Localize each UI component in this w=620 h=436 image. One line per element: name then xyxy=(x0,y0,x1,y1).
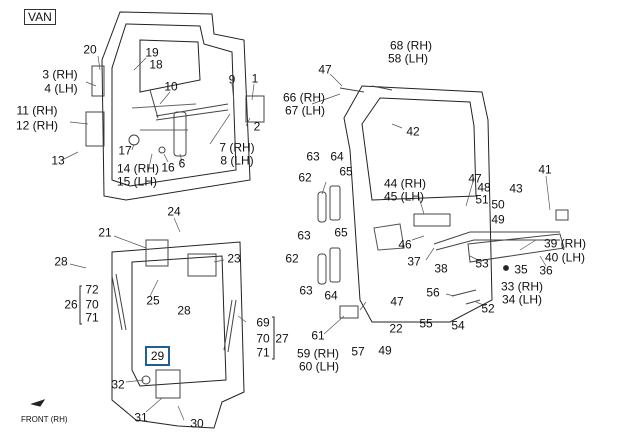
part-label-42[interactable]: 42 xyxy=(406,124,420,139)
part-label-3[interactable]: 3 (RH) xyxy=(42,67,78,82)
part-label-62-b[interactable]: 62 xyxy=(285,251,299,266)
part-label-1[interactable]: 1 xyxy=(251,71,259,86)
part-label-2[interactable]: 2 xyxy=(253,119,261,134)
part-label-52[interactable]: 52 xyxy=(481,301,495,316)
part-label-68[interactable]: 68 (RH) xyxy=(389,38,433,53)
part-label-63-b[interactable]: 63 xyxy=(297,228,311,243)
part-label-19[interactable]: 19 xyxy=(145,45,159,60)
part-label-28-b[interactable]: 28 xyxy=(177,303,191,318)
part-label-70-a[interactable]: 70 xyxy=(85,297,99,312)
part-label-63-a[interactable]: 63 xyxy=(306,149,320,164)
part-label-34[interactable]: 34 (LH) xyxy=(501,292,543,307)
part-label-7[interactable]: 7 (RH) xyxy=(219,140,255,155)
part-label-56[interactable]: 56 xyxy=(426,285,440,300)
part-label-46[interactable]: 46 xyxy=(398,237,412,252)
part-label-71-a[interactable]: 71 xyxy=(85,310,99,325)
part-label-28-a[interactable]: 28 xyxy=(54,254,68,269)
part-label-41[interactable]: 41 xyxy=(538,162,552,177)
part-label-33[interactable]: 33 (RH) xyxy=(500,279,544,294)
part-label-44[interactable]: 44 (RH) xyxy=(383,176,427,191)
part-label-30[interactable]: 30 xyxy=(190,416,204,431)
part-label-10[interactable]: 10 xyxy=(164,79,178,94)
part-label-61[interactable]: 61 xyxy=(311,328,325,343)
part-label-53[interactable]: 53 xyxy=(475,256,489,271)
part-label-69[interactable]: 69 xyxy=(256,315,270,330)
sliding-door-panel xyxy=(343,85,493,323)
part-label-66[interactable]: 66 (RH) xyxy=(282,90,326,105)
part-label-9[interactable]: 9 xyxy=(228,72,236,87)
highlighted-part-29[interactable]: 29 xyxy=(145,346,170,366)
part-label-17[interactable]: 17 xyxy=(118,143,132,158)
front-rh-label: FRONT (RH) xyxy=(21,415,68,424)
part-label-64-a[interactable]: 64 xyxy=(330,149,344,164)
part-label-50[interactable]: 50 xyxy=(491,197,505,212)
part-label-31[interactable]: 31 xyxy=(134,410,148,425)
part-label-60[interactable]: 60 (LH) xyxy=(298,359,340,374)
part-label-63-c[interactable]: 63 xyxy=(299,283,313,298)
part-label-70-b[interactable]: 70 xyxy=(256,331,270,346)
part-label-8[interactable]: 8 (LH) xyxy=(220,153,254,168)
upper-door-panel xyxy=(101,11,251,201)
part-label-65-a[interactable]: 65 xyxy=(339,164,353,179)
part-label-16[interactable]: 16 xyxy=(161,160,175,175)
part-label-51[interactable]: 51 xyxy=(475,192,489,207)
part-label-11[interactable]: 11 (RH) xyxy=(16,103,58,118)
part-label-22[interactable]: 22 xyxy=(389,321,403,336)
upper-leader-lines xyxy=(61,55,255,173)
lower-leader-lines xyxy=(69,217,247,421)
part-label-47-mid[interactable]: 47 xyxy=(468,171,482,186)
part-label-64-b[interactable]: 64 xyxy=(324,288,338,303)
part-label-13[interactable]: 13 xyxy=(51,153,65,168)
part-label-27[interactable]: 27 xyxy=(275,331,289,346)
part-label-23[interactable]: 23 xyxy=(227,251,241,266)
part-label-45[interactable]: 45 (LH) xyxy=(383,189,425,204)
upper-door-hardware xyxy=(85,65,265,157)
van-badge: VAN xyxy=(24,9,56,25)
part-label-54[interactable]: 54 xyxy=(451,318,465,333)
part-label-14[interactable]: 14 (RH) xyxy=(116,161,160,176)
part-label-32[interactable]: 32 xyxy=(111,377,125,392)
part-label-65-b[interactable]: 65 xyxy=(334,225,348,240)
part-label-47-low[interactable]: 47 xyxy=(390,294,404,309)
sliding-door-hardware xyxy=(317,85,569,319)
part-label-49-low[interactable]: 49 xyxy=(378,343,392,358)
part-label-58[interactable]: 58 (LH) xyxy=(387,51,429,66)
part-label-72[interactable]: 72 xyxy=(85,282,99,297)
part-label-49[interactable]: 49 xyxy=(491,212,505,227)
part-label-35[interactable]: 35 xyxy=(514,262,528,277)
part-label-21[interactable]: 21 xyxy=(98,225,112,240)
sliding-leader-lines xyxy=(311,73,551,335)
part-label-39[interactable]: 39 (RH) xyxy=(543,236,587,251)
part-label-24[interactable]: 24 xyxy=(167,204,181,219)
part-label-43[interactable]: 43 xyxy=(509,181,523,196)
part-label-47-top[interactable]: 47 xyxy=(318,62,332,77)
part-label-36[interactable]: 36 xyxy=(539,263,553,278)
part-label-37[interactable]: 37 xyxy=(407,254,421,269)
part-label-4[interactable]: 4 (LH) xyxy=(44,81,78,96)
part-label-20[interactable]: 20 xyxy=(83,42,97,57)
part-label-18[interactable]: 18 xyxy=(149,57,163,72)
part-label-12[interactable]: 12 (RH) xyxy=(15,118,59,133)
part-label-55[interactable]: 55 xyxy=(419,316,433,331)
lower-door-panel xyxy=(111,241,245,429)
part-label-25[interactable]: 25 xyxy=(146,293,160,308)
part-label-71-b[interactable]: 71 xyxy=(256,345,270,360)
part-label-38[interactable]: 38 xyxy=(434,261,448,276)
front-arrow-icon xyxy=(30,399,46,407)
part-label-62-a[interactable]: 62 xyxy=(298,170,312,185)
part-label-59[interactable]: 59 (RH) xyxy=(296,346,340,361)
part-label-48[interactable]: 48 xyxy=(477,180,491,195)
part-label-57[interactable]: 57 xyxy=(351,344,365,359)
part-label-15[interactable]: 15 (LH) xyxy=(116,174,158,189)
lower-door-hardware xyxy=(111,239,237,399)
part-label-40[interactable]: 40 (LH) xyxy=(544,250,586,265)
part-label-26[interactable]: 26 xyxy=(64,297,78,312)
part-label-67[interactable]: 67 (LH) xyxy=(284,103,326,118)
part-label-6[interactable]: 6 xyxy=(178,156,186,171)
